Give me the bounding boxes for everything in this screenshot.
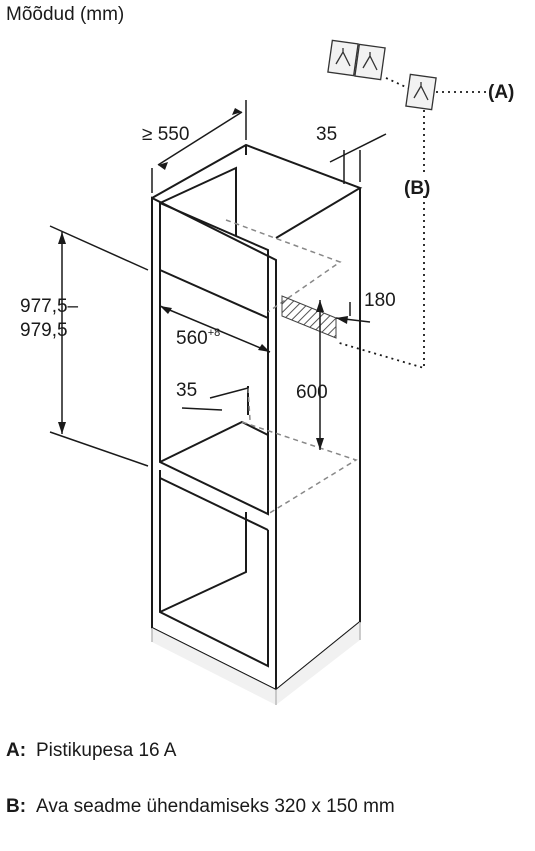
dim-niche-width-label: 560+8 xyxy=(176,327,220,349)
socket-icon xyxy=(354,43,386,81)
dim-height-line1: 977,5– xyxy=(20,296,79,317)
socket-icon xyxy=(327,39,359,77)
legend-text: Ava seadme ühendamiseks 320 x 150 mm xyxy=(36,796,395,817)
niche-shelf xyxy=(159,420,269,463)
dim-600-label: 600 xyxy=(296,382,328,403)
dim-tolerance: +8 xyxy=(208,327,221,339)
dim-180-label: 180 xyxy=(364,290,396,311)
dim-height-line2: 979,5 xyxy=(20,320,68,341)
niche-opening xyxy=(159,270,269,516)
dim-top-offset-label: 35 xyxy=(316,124,337,145)
dim-inner-offset-label: 35 xyxy=(176,380,197,401)
diagram-title: Mõõdud (mm) xyxy=(6,4,125,25)
connection-opening xyxy=(281,295,337,339)
legend-text: Pistikupesa 16 A xyxy=(36,740,177,761)
legend-item-a: A: Pistikupesa 16 A xyxy=(6,740,466,762)
legend-item-b: B: Ava seadme ühendamiseks 320 x 150 mm xyxy=(6,796,456,818)
socket-icon xyxy=(405,73,437,111)
legend-key: A: xyxy=(6,740,27,761)
callout-a: (A) xyxy=(488,82,514,103)
cabinet-top xyxy=(151,143,363,239)
dim-depth-label: ≥ 550 xyxy=(142,124,189,145)
legend-key: B: xyxy=(6,796,27,817)
callout-b: (B) xyxy=(404,178,430,199)
installation-diagram: ≥ 550 35 977,5– 979,5 560+8 35 600 180 (… xyxy=(20,39,514,705)
